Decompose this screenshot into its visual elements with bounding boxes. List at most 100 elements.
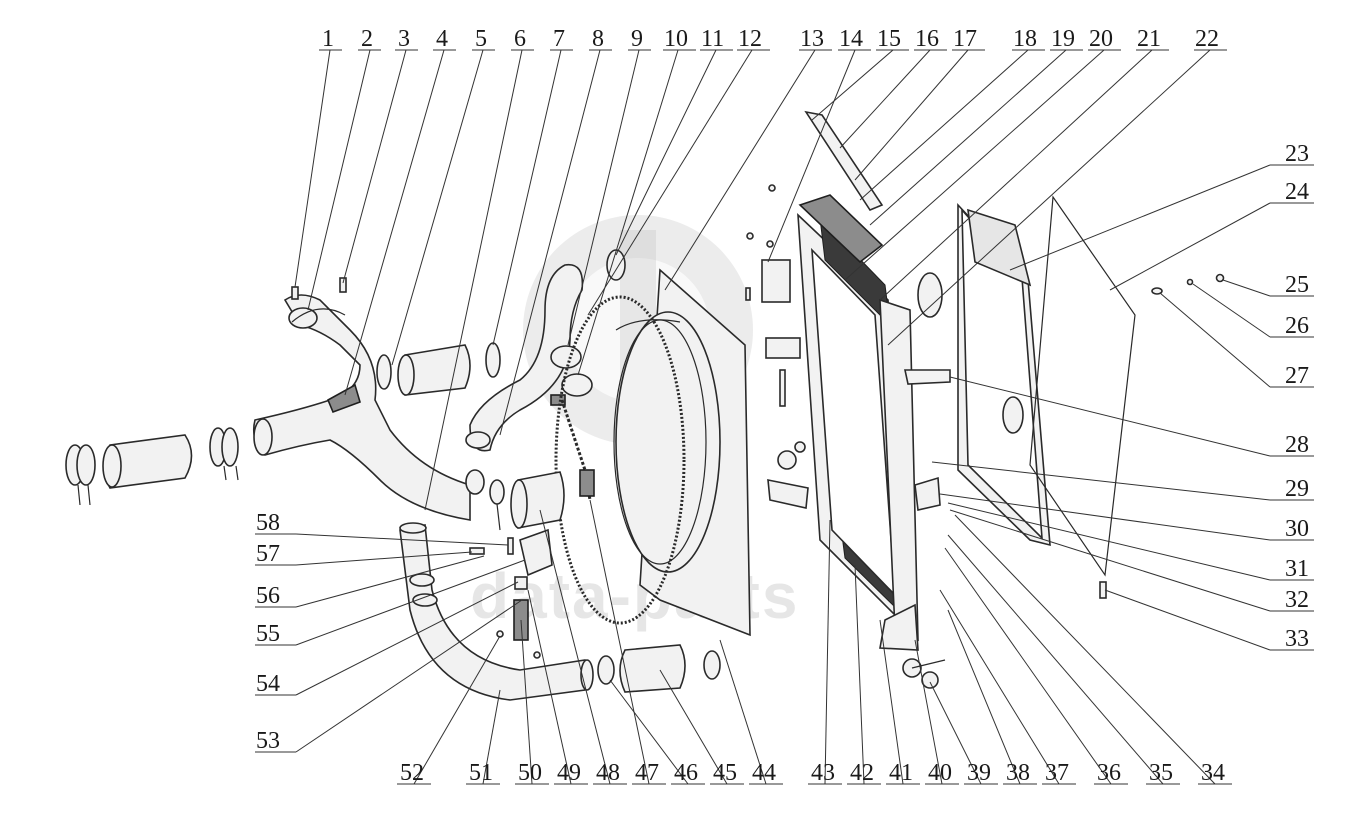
mount-bracket-28 [904,369,951,385]
callout-23: 23 [1285,141,1309,167]
short-hose-left [102,434,193,489]
callout-10: 10 [664,26,688,52]
callout-2: 2 [361,26,373,52]
parts-group [65,110,1225,701]
bolt-cluster-center [745,184,809,509]
callout-13: 13 [800,26,824,52]
callout-52: 52 [400,760,424,786]
callout-46: 46 [674,760,698,786]
callout-37: 37 [1045,760,1069,786]
callout-57: 57 [256,541,280,567]
callouts-left: 58 57 56 55 54 53 [256,510,280,754]
callout-12: 12 [738,26,762,52]
callout-39: 39 [967,760,991,786]
callouts-top: 1 2 3 4 5 6 7 8 9 10 11 12 13 14 15 16 1… [322,26,1219,52]
callout-18: 18 [1013,26,1037,52]
callout-45: 45 [713,760,737,786]
callout-14: 14 [839,26,863,52]
callout-6: 6 [514,26,526,52]
callout-43: 43 [811,760,835,786]
washer-26 [1186,278,1194,286]
callout-22: 22 [1195,26,1219,52]
clamp-ring-5 [376,354,392,390]
callout-16: 16 [915,26,939,52]
callout-42: 42 [850,760,874,786]
bracket-55 [519,528,553,577]
callout-41: 41 [889,760,913,786]
callout-3: 3 [398,26,410,52]
bolt-1 [291,286,299,300]
bracket-39 [879,603,919,651]
bolt-57 [469,547,485,555]
callout-51: 51 [469,760,493,786]
leaders-right [931,164,1314,651]
callout-47: 47 [635,760,659,786]
callout-53: 53 [256,728,280,754]
callout-48: 48 [596,760,620,786]
callout-4: 4 [436,26,448,52]
top-bracket-14 [804,110,884,211]
bracket-11 [550,394,566,406]
callout-11: 11 [701,26,724,52]
callouts-bottom: 34 35 36 37 38 39 40 41 42 43 44 45 46 4… [400,760,1225,786]
callout-58: 58 [256,510,280,536]
callout-25: 25 [1285,272,1309,298]
callout-1: 1 [322,26,334,52]
callout-56: 56 [256,583,280,609]
hose-5 [397,344,471,396]
callout-30: 30 [1285,516,1309,542]
clamp-ring-6 [485,342,501,378]
callout-29: 29 [1285,476,1309,502]
bolt-3 [339,277,347,293]
callout-36: 36 [1097,760,1121,786]
bolt-58 [507,537,514,555]
callout-38: 38 [1006,760,1030,786]
tank-17 [798,194,884,264]
top-clamp [291,308,346,323]
callout-5: 5 [475,26,487,52]
callouts-right: 23 24 25 26 27 28 29 30 31 32 33 [1285,141,1309,652]
radiator-core [797,213,919,642]
inlet-clamps [65,444,96,506]
callout-44: 44 [752,760,776,786]
leaders-top [294,49,1227,511]
callout-55: 55 [256,621,280,647]
hose-48 [510,471,565,529]
curved-hose-7 [469,263,584,452]
callout-33: 33 [1285,626,1309,652]
callout-8: 8 [592,26,604,52]
callout-31: 31 [1285,556,1309,582]
nut-25 [1215,273,1225,283]
intercooler-frame [917,202,1051,547]
clamp-ring-bottom [465,469,485,495]
clamp-ring-9 [550,345,582,369]
callout-15: 15 [877,26,901,52]
seal-ring-12 [554,295,686,625]
callout-17: 17 [953,26,977,52]
callout-49: 49 [557,760,581,786]
callout-27: 27 [1285,363,1309,389]
callout-9: 9 [631,26,643,52]
y-pipe [252,294,471,521]
leaders-bottom [397,499,1232,785]
callout-50: 50 [518,760,542,786]
callout-32: 32 [1285,587,1309,613]
tank-30 [914,476,941,511]
callout-34: 34 [1201,760,1225,786]
callout-7: 7 [553,26,565,52]
bolt-27 [1151,287,1163,295]
callout-54: 54 [256,671,280,697]
callout-26: 26 [1285,313,1309,339]
callout-28: 28 [1285,432,1309,458]
leaders-left [255,533,526,753]
clamp-pair-left [209,427,239,481]
corrugated-hose-45 [619,644,686,693]
callout-20: 20 [1089,26,1113,52]
grille-panel-24 [1029,195,1136,577]
callout-21: 21 [1137,26,1161,52]
callout-19: 19 [1051,26,1075,52]
callout-35: 35 [1149,760,1173,786]
clamp-ring-10 [561,373,593,397]
leader-lines [255,49,1314,785]
